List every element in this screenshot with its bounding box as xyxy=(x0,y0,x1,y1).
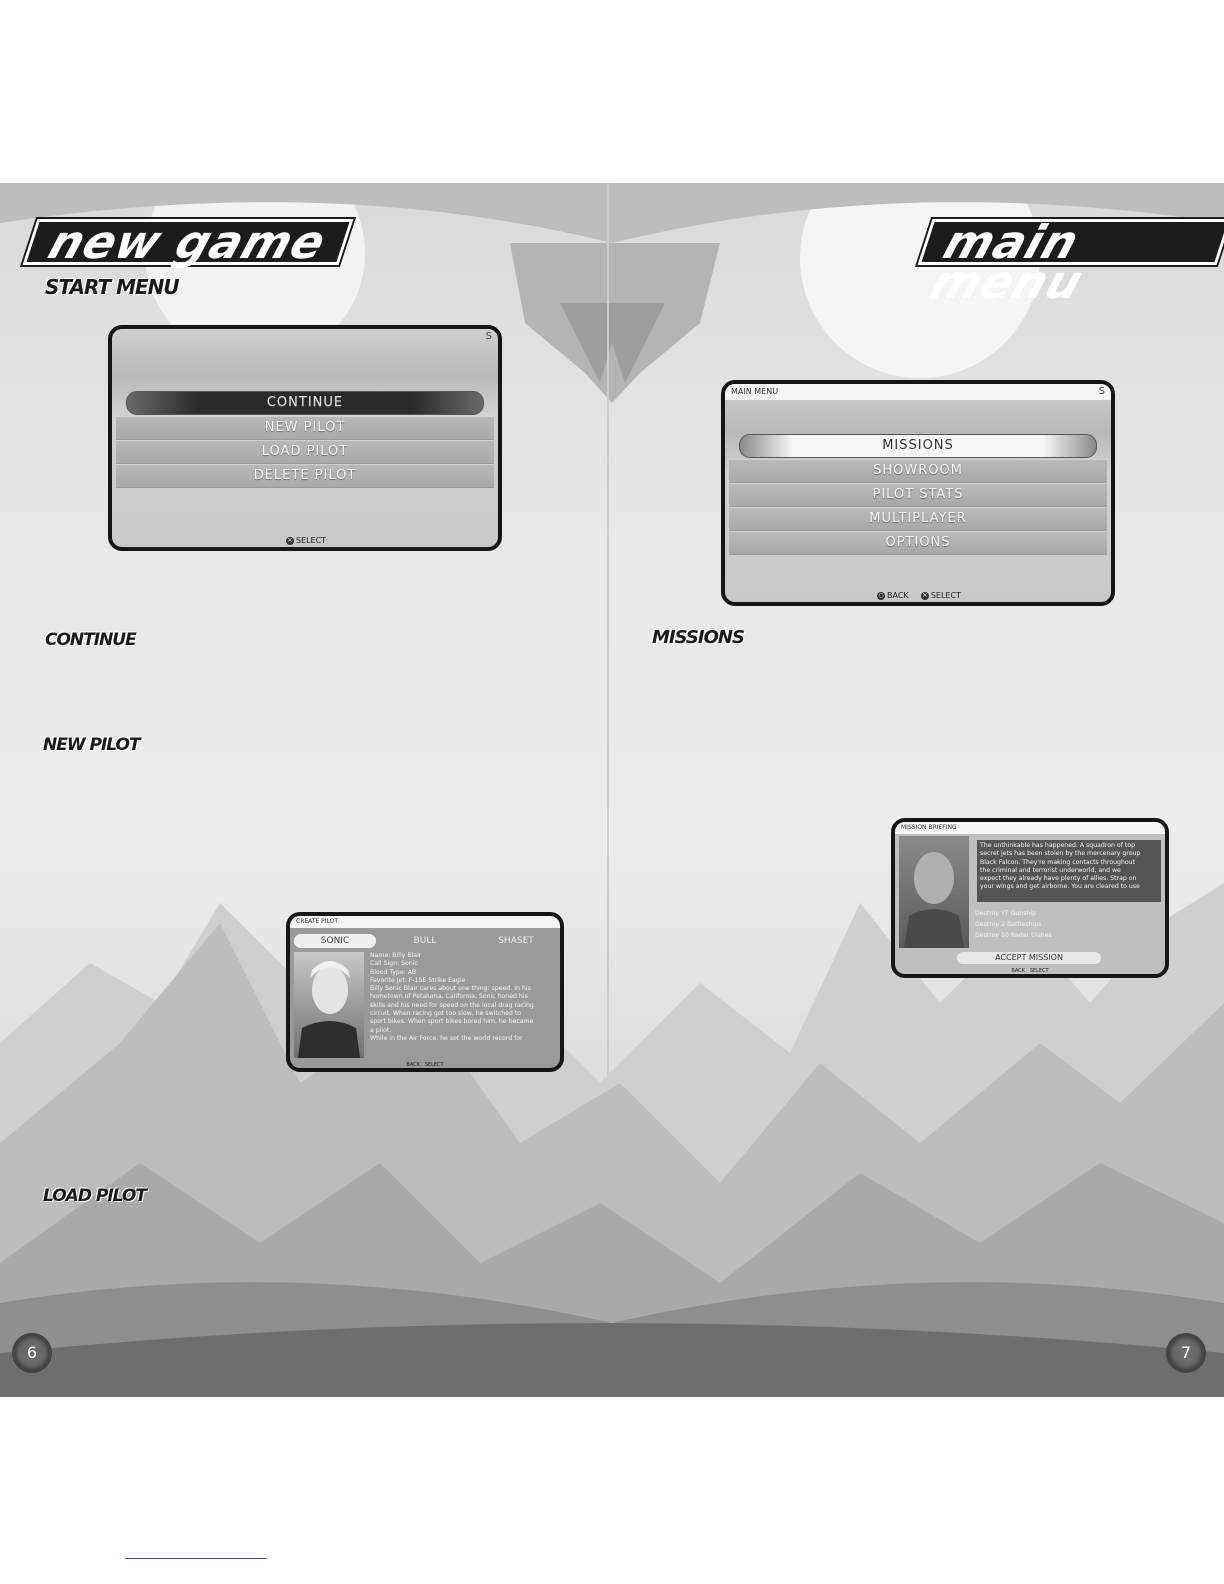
screen-header xyxy=(112,329,498,345)
bio-line: circuit. When racing got too slow, he sw… xyxy=(370,1010,522,1018)
pilot-bio: Name: Billy Blair Call Sign: Sonic Blood… xyxy=(370,952,550,1043)
right-page-number: 7 xyxy=(1166,1333,1206,1373)
new-pilot-heading: NEW PILOT xyxy=(43,735,141,755)
mission-briefing-header: MISSION BRIEFING xyxy=(895,822,1165,834)
mission-footer: BACK SELECT xyxy=(895,968,1165,974)
create-pilot-screenshot: CREATE PILOT SONIC BULL SHASET Name: Bil… xyxy=(286,912,564,1072)
right-page-title: main menu xyxy=(917,215,1224,309)
left-page-number: 6 xyxy=(12,1333,52,1373)
bio-line: hometown of Petaluma, California, Sonic … xyxy=(370,993,528,1001)
back-hint: BACK xyxy=(406,1062,420,1068)
briefing-line: The unthinkable has happened. A squadron… xyxy=(980,842,1136,849)
continue-heading: CONTINUE xyxy=(45,630,137,650)
missions-heading: MISSIONS xyxy=(652,627,745,648)
main-menu-item-showroom[interactable]: SHOWROOM xyxy=(729,459,1107,483)
objective-item: Destroy YT Gunship xyxy=(975,910,1036,917)
load-pilot-heading: LOAD PILOT xyxy=(43,1186,147,1206)
briefing-line: expect they already have plenty of allie… xyxy=(980,875,1137,883)
main-menu-item-options[interactable]: OPTIONS xyxy=(729,531,1107,555)
x-button-icon: ✕ xyxy=(285,536,294,545)
bio-line: While in the Air Force, he set the world… xyxy=(370,1034,523,1042)
start-menu-screenshot: S CONTINUE NEW PILOT LOAD PILOT DELETE P… xyxy=(108,325,502,551)
start-menu-footer: ✕SELECT xyxy=(112,536,498,545)
game-logo-icon: S xyxy=(1098,386,1105,397)
pilot-portrait xyxy=(294,952,364,1058)
footer-link-underline xyxy=(125,1558,267,1559)
right-page-title-text: main menu xyxy=(924,215,1091,309)
back-hint: BACK xyxy=(887,591,909,600)
mission-objectives: Destroy YT Gunship Destroy 2 Battleships… xyxy=(975,908,1155,941)
bio-line: Favorite Jet: F-15E Strike Eagle xyxy=(370,976,466,984)
background-artwork xyxy=(0,183,1224,1397)
main-menu-screenshot: MAIN MENU S MISSIONS SHOWROOM PILOT STAT… xyxy=(721,380,1115,606)
left-page-title-text: new game xyxy=(42,215,334,269)
select-hint: SELECT xyxy=(1029,968,1049,974)
main-menu-item-pilot-stats[interactable]: PILOT STATS xyxy=(729,483,1107,507)
select-hint: SELECT xyxy=(295,536,327,545)
main-menu-footer: ○BACK ✕SELECT xyxy=(725,591,1111,600)
mission-briefing-screenshot: MISSION BRIEFING The unthinkable has hap… xyxy=(891,818,1169,978)
game-logo-icon: S xyxy=(485,331,492,342)
bio-line: Call Sign: Sonic xyxy=(370,960,418,968)
mission-briefing-text: The unthinkable has happened. A squadron… xyxy=(977,840,1161,902)
create-pilot-header: CREATE PILOT xyxy=(290,916,560,928)
select-hint: SELECT xyxy=(424,1062,444,1068)
briefing-line: Black Falcon. They're making contacts th… xyxy=(980,858,1136,866)
create-pilot-footer: BACK SELECT xyxy=(290,1062,560,1068)
main-menu-header: MAIN MENU xyxy=(725,384,1111,400)
circle-button-icon: ○ xyxy=(877,591,886,600)
commander-portrait xyxy=(899,836,969,948)
start-menu-item-load-pilot[interactable]: LOAD PILOT xyxy=(116,440,494,464)
bio-line: sport bikes. When sport bikes bored him,… xyxy=(370,1018,534,1026)
accept-mission-button[interactable]: ACCEPT MISSION xyxy=(957,952,1101,964)
briefing-line: secret jets has been stolen by the merce… xyxy=(980,850,1141,858)
bio-line: Name: Billy Blair xyxy=(370,952,422,959)
tab-shaset[interactable]: SHASET xyxy=(498,936,534,946)
objective-item: Destroy 2 Battleships xyxy=(975,921,1042,928)
start-menu-item-delete-pilot[interactable]: DELETE PILOT xyxy=(116,464,494,488)
objective-item: Destroy 10 Radar Dishes xyxy=(975,932,1052,939)
bio-line: a pilot. xyxy=(370,1026,392,1034)
manual-spread: new game main menu START MENU S CONTINUE… xyxy=(0,183,1224,1397)
bio-line: skills and his need for speed on the loc… xyxy=(370,1001,534,1009)
select-hint: SELECT xyxy=(930,591,961,600)
start-menu-item-new-pilot[interactable]: NEW PILOT xyxy=(116,416,494,440)
briefing-line: the criminal and terrorist underworld, a… xyxy=(980,866,1121,874)
briefing-line: your wings and get airborne. You are cle… xyxy=(980,883,1140,891)
bio-line: Billy Sonic Blair cares about one thing:… xyxy=(370,985,531,993)
bio-line: Blood Type: AB xyxy=(370,968,417,976)
start-menu-item-continue[interactable]: CONTINUE xyxy=(126,391,484,415)
x-button-icon: ✕ xyxy=(920,591,929,600)
tab-bull[interactable]: BULL xyxy=(413,936,437,946)
back-hint: BACK xyxy=(1011,968,1025,974)
main-menu-item-missions[interactable]: MISSIONS xyxy=(739,434,1097,458)
main-menu-item-multiplayer[interactable]: MULTIPLAYER xyxy=(729,507,1107,531)
start-menu-heading: START MENU xyxy=(45,275,180,299)
left-page-title: new game xyxy=(22,215,354,269)
tab-sonic[interactable]: SONIC xyxy=(294,934,376,948)
